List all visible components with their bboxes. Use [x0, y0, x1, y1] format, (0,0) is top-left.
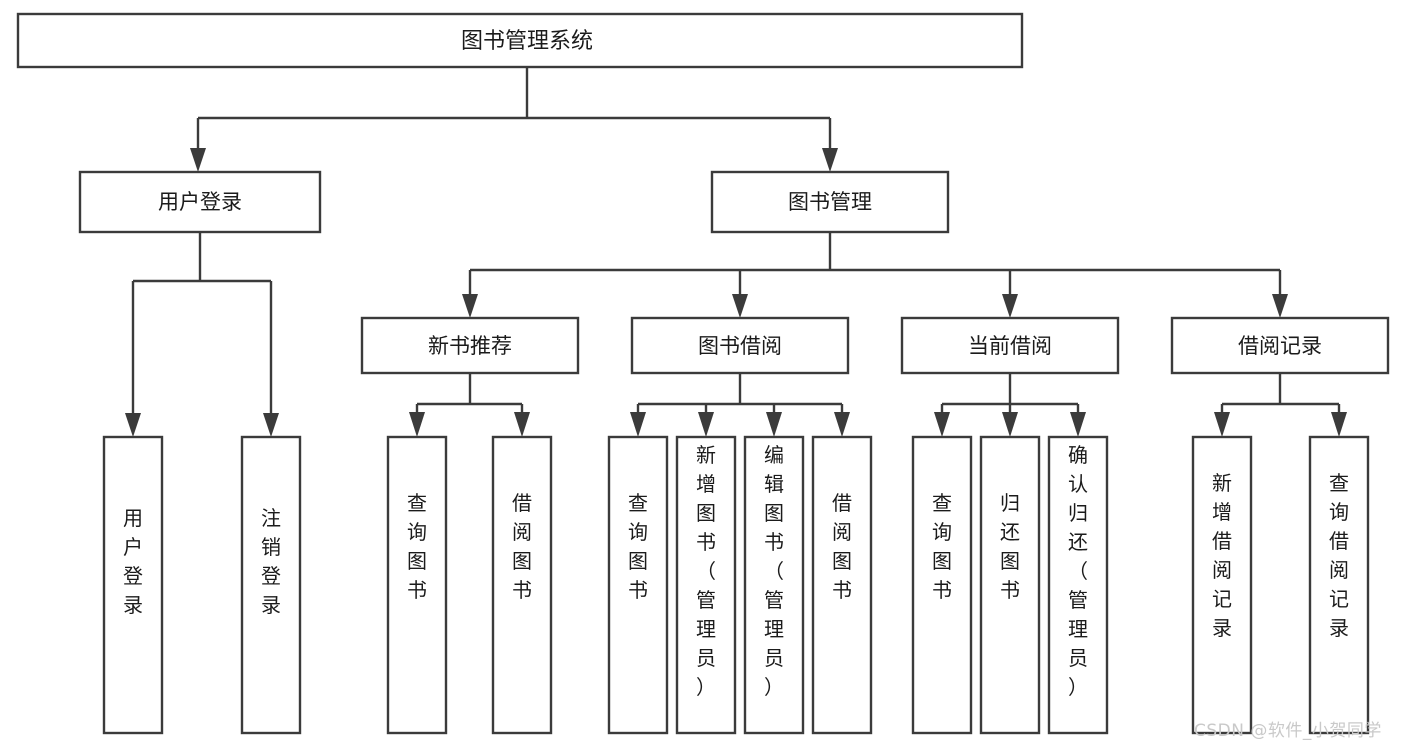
arrow-to-current-borrow	[1002, 294, 1018, 318]
leaf-new-book-2-label: 借阅图书	[512, 491, 532, 602]
leaf-book-borrow-3[interactable]: 编辑图书（管理员）	[743, 435, 805, 735]
leaf-book-borrow-3-label: 编辑图书（管理员）	[764, 443, 784, 699]
arrow-cb-leaf-1	[934, 412, 950, 437]
leaf-book-borrow-4-label: 借阅图书	[832, 491, 852, 602]
leaf-current-borrow-3-label: 确认归还（管理员）	[1068, 443, 1088, 699]
connector-user-login-to-leaves	[125, 232, 279, 437]
node-book-management[interactable]: 图书管理	[710, 170, 950, 234]
node-user-login[interactable]: 用户登录	[78, 170, 322, 234]
arrow-bb-leaf-2	[698, 412, 714, 437]
node-root-label: 图书管理系统	[461, 29, 593, 54]
leaf-current-borrow-1-label: 查询图书	[932, 491, 952, 602]
arrow-to-book-borrow	[732, 294, 748, 318]
arrow-bb-leaf-4	[834, 412, 850, 437]
node-root[interactable]: 图书管理系统	[16, 12, 1024, 69]
connector-new-book-to-leaves	[409, 373, 530, 437]
arrow-nb-leaf-2	[514, 412, 530, 437]
leaf-book-borrow-2-label: 新增图书（管理员）	[696, 443, 716, 699]
arrow-bb-leaf-3	[766, 412, 782, 437]
arrow-nb-leaf-1	[409, 412, 425, 437]
leaf-borrow-record-2-label: 查询借阅记录	[1329, 471, 1349, 640]
leaf-book-borrow-1-label: 查询图书	[628, 491, 648, 602]
arrow-to-new-book	[462, 294, 478, 318]
node-book-borrow-label: 图书借阅	[698, 334, 782, 358]
leaf-user-login-1-label: 用户登录	[123, 506, 143, 617]
leaf-user-login-2-label: 注销登录	[261, 506, 281, 617]
leaf-user-login-1[interactable]: 用户登录	[102, 435, 164, 735]
leaf-new-book-2[interactable]: 借阅图书	[491, 435, 553, 735]
arrow-to-borrow-record	[1272, 294, 1288, 318]
connector-book-management-to-level2	[462, 232, 1288, 318]
arrow-to-leaf-user-login	[125, 413, 141, 437]
leaf-current-borrow-2-label: 归还图书	[1000, 491, 1020, 602]
node-new-book-recommend[interactable]: 新书推荐	[360, 316, 580, 375]
arrow-bb-leaf-1	[630, 412, 646, 437]
leaf-current-borrow-3[interactable]: 确认归还（管理员）	[1047, 435, 1109, 735]
leaf-new-book-1[interactable]: 查询图书	[386, 435, 448, 735]
leaf-borrow-record-1-label: 新增借阅记录	[1212, 471, 1232, 640]
leaf-book-borrow-4[interactable]: 借阅图书	[811, 435, 873, 735]
connector-book-borrow-to-leaves	[630, 373, 850, 437]
node-user-login-label: 用户登录	[158, 190, 242, 214]
csdn-watermark: CSDN @软件_小贺同学	[1194, 721, 1382, 741]
node-book-management-label: 图书管理	[788, 190, 872, 214]
arrow-to-leaf-logout	[263, 413, 279, 437]
leaf-borrow-record-2[interactable]: 查询借阅记录	[1308, 435, 1370, 735]
arrow-to-user-login	[190, 148, 206, 172]
leaf-current-borrow-1[interactable]: 查询图书	[911, 435, 973, 735]
arrow-to-book-management	[822, 148, 838, 172]
leaf-book-borrow-2[interactable]: 新增图书（管理员）	[675, 435, 737, 735]
node-current-borrow[interactable]: 当前借阅	[900, 316, 1120, 375]
node-book-borrow[interactable]: 图书借阅	[630, 316, 850, 375]
leaf-book-borrow-1[interactable]: 查询图书	[607, 435, 669, 735]
leaf-new-book-1-label: 查询图书	[407, 491, 427, 602]
node-current-borrow-label: 当前借阅	[968, 334, 1052, 358]
arrow-br-leaf-1	[1214, 412, 1230, 437]
arrow-cb-leaf-2	[1002, 412, 1018, 437]
leaf-borrow-record-1[interactable]: 新增借阅记录	[1191, 435, 1253, 735]
leaf-user-login-2[interactable]: 注销登录	[240, 435, 302, 735]
node-borrow-record-label: 借阅记录	[1238, 334, 1322, 358]
connector-root-to-level1	[190, 67, 838, 172]
leaf-current-borrow-2[interactable]: 归还图书	[979, 435, 1041, 735]
connector-borrow-record-to-leaves	[1214, 373, 1347, 437]
node-new-book-recommend-label: 新书推荐	[428, 334, 512, 358]
arrow-br-leaf-2	[1331, 412, 1347, 437]
arrow-cb-leaf-3	[1070, 412, 1086, 437]
connector-current-borrow-to-leaves	[934, 373, 1086, 437]
node-borrow-record[interactable]: 借阅记录	[1170, 316, 1390, 375]
